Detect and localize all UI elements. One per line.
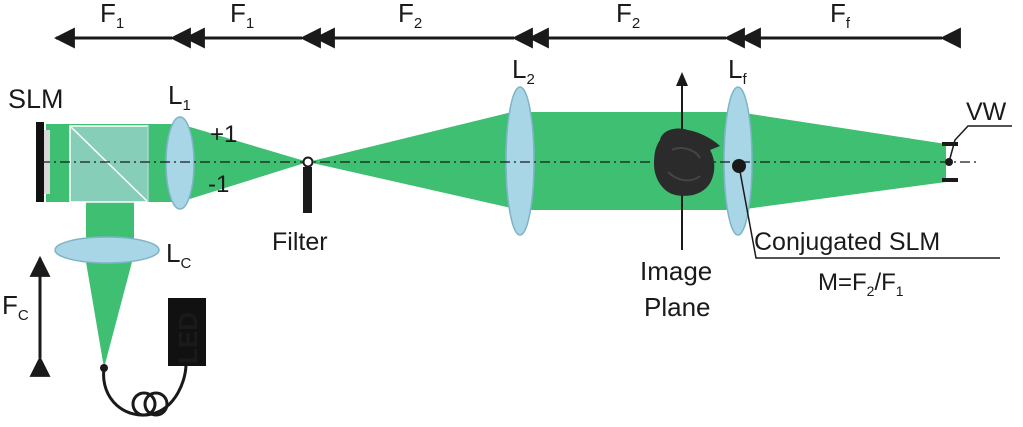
distance-labels: F1 F1 F2 F2 Ff [100,0,851,32]
filter-label: Filter [272,228,328,256]
filter-to-l2-beam [308,110,520,210]
lens-l1 [165,116,195,210]
label-lf: Lf [728,54,747,88]
distance-arrows [29,27,961,377]
lens-l2 [505,86,535,236]
led-box-icon: LED [168,298,206,366]
filter-icon [302,156,314,213]
beam-splitter-cube-icon [69,125,149,203]
plus-one-order-beam [180,124,308,168]
led-beam-cone [86,262,132,368]
label-l2: L2 [512,54,535,88]
dist-label-2: F1 [230,0,254,32]
lens-lc [54,236,160,264]
magnification-label: M=F2/F1 [818,269,904,299]
lf-to-vw-beam [738,112,946,210]
label-fc: FC [2,290,29,324]
lenses [54,86,753,264]
dist-label-4: F2 [616,0,640,32]
image-plane-object-icon [654,72,720,250]
fiber-coil-icon [100,363,188,417]
led-label: LED [173,312,203,364]
dist-label-1: F1 [100,0,124,32]
label-lc: LC [166,238,191,272]
slm-label: SLM [8,84,64,114]
conjugated-slm-label: Conjugated SLM [754,228,940,256]
label-minus-one: -1 [208,171,229,198]
label-l1: L1 [168,80,191,114]
conjugated-slm-marker [732,159,1000,259]
dist-label-5: Ff [830,0,851,32]
vw-label: VW [966,98,1007,126]
viewing-window-icon [942,125,1012,182]
dist-label-3: F2 [398,0,422,32]
image-plane-label-2: Plane [644,292,711,322]
minus-one-order-beam [180,158,308,202]
label-plus-one: +1 [210,121,237,148]
image-plane-label-1: Image [640,256,712,286]
